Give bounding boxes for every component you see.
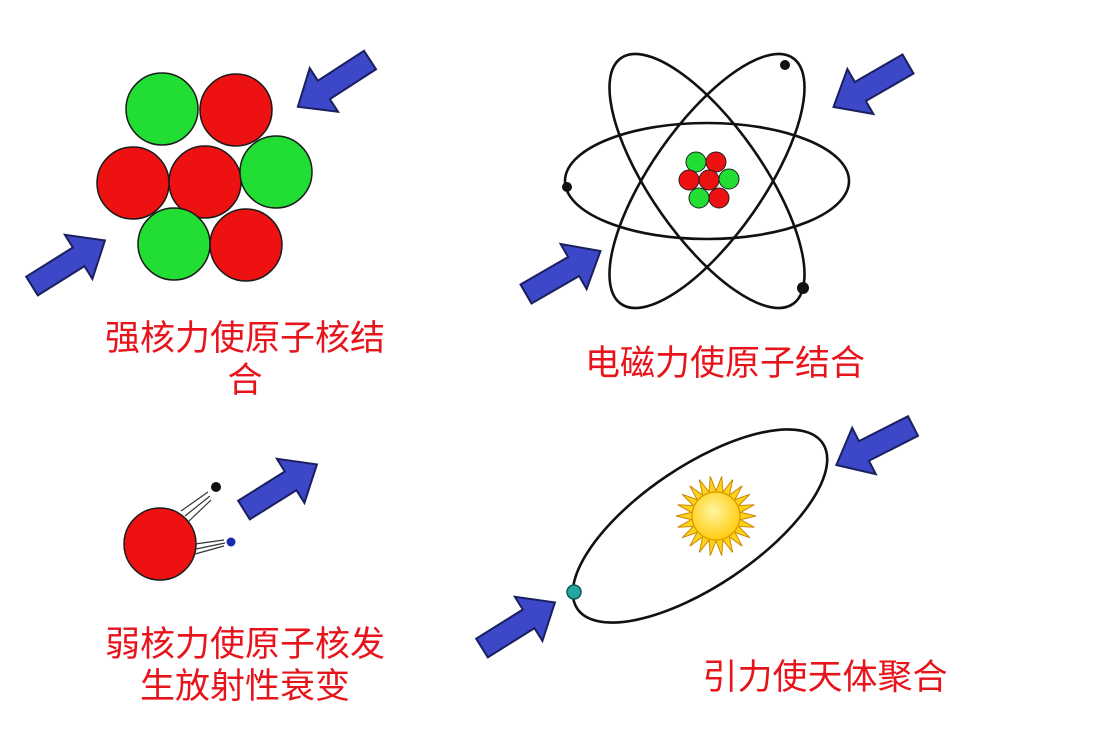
weak-force-label-line-2: 生放射性衰变: [139, 667, 350, 707]
strong-force-label: 强核力使原子核结 合: [80, 318, 410, 402]
neutron: [718, 168, 740, 190]
arrow-icon: [512, 227, 615, 318]
proton: [199, 73, 273, 147]
orbit-icon: [571, 428, 829, 624]
electromagnetic-illustration: [512, 40, 922, 318]
proton: [96, 146, 170, 220]
electron-orbit: [563, 121, 851, 241]
weak-force-illustration: [123, 441, 332, 581]
proton: [209, 208, 283, 282]
planet-icon: [566, 584, 582, 600]
weak-force-label: 弱核力使原子核发 生放射性衰变: [80, 624, 410, 708]
electron: [562, 182, 572, 192]
arrow-icon: [823, 401, 926, 490]
neutron: [685, 151, 707, 173]
gravity-illustration: [467, 401, 926, 672]
gravity-label-line-1: 引力使天体聚合: [702, 658, 948, 698]
arrow-icon: [819, 40, 922, 131]
neutron: [688, 187, 710, 209]
weak-force-label-line-1: 弱核力使原子核发: [104, 625, 385, 665]
electron: [780, 60, 790, 70]
proton: [698, 169, 720, 191]
electron: [797, 282, 809, 294]
electron-particle: [211, 482, 221, 492]
neutron: [137, 207, 211, 281]
neutron: [125, 72, 199, 146]
strong-force-label-line-1: 强核力使原子核结: [104, 319, 385, 359]
arrow-icon: [229, 441, 332, 534]
atom-nucleus-icon: [678, 151, 740, 209]
nucleus-icon: [96, 72, 313, 282]
electron-orbit: [608, 52, 806, 310]
strong-force-label-line-2: 合: [227, 361, 263, 401]
electromagnetic-label-line-1: 电磁力使原子结合: [584, 344, 865, 384]
arrow-icon: [282, 37, 386, 130]
sun-icon: [675, 476, 757, 556]
arrow-icon: [467, 579, 570, 672]
strong-force-illustration: [17, 37, 386, 310]
arrow-icon: [17, 217, 120, 310]
neutron: [239, 135, 313, 209]
neutrino-particle: [226, 537, 236, 547]
atom-icon: [563, 52, 851, 310]
emission-lines: [180, 491, 226, 555]
gravity-label: 引力使天体聚合: [660, 657, 990, 699]
proton: [705, 151, 727, 173]
proton: [708, 187, 730, 209]
electromagnetic-label: 电磁力使原子结合: [560, 343, 890, 385]
proton: [678, 169, 700, 191]
electron-orbit: [608, 52, 806, 310]
decaying-nucleus-icon: [123, 507, 197, 581]
proton: [168, 145, 242, 219]
